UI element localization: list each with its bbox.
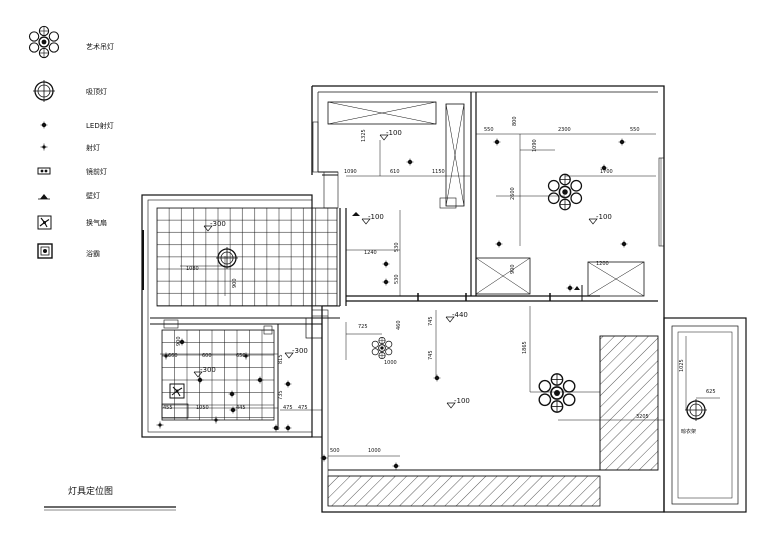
legend-label-ceiling-light: 吸顶灯 <box>86 87 107 96</box>
dim-text: 1050 <box>196 405 209 411</box>
level-living: -440 <box>452 311 468 319</box>
dim-text: 1000 <box>384 360 397 366</box>
dim-text: 2600 <box>510 187 516 200</box>
dim-text: 550 <box>630 127 640 133</box>
dim-text: 600 <box>202 353 212 359</box>
legend-label-wall-lamp: 壁灯 <box>86 191 100 200</box>
legend-label-bath-heater: 浴霸 <box>86 249 100 258</box>
dim-text: 650 <box>236 353 246 359</box>
exhaust-fan-icon <box>169 383 185 399</box>
dim-text: 530 <box>394 274 400 284</box>
dim-text: 455 <box>163 405 173 411</box>
dim-text: 1090 <box>344 169 357 175</box>
level-bathroom: -300 <box>200 366 216 374</box>
floor-plan <box>141 85 747 513</box>
dim-text: 660 <box>168 353 178 359</box>
led-spotlight-icon <box>40 121 48 129</box>
ceiling-levels: -100 -100 -100 -300 -300 -300 -440 -100 <box>193 129 612 409</box>
dimension-texts: 1325 1090 610 1150 550 800 2300 550 1090… <box>163 116 716 454</box>
dim-text: 735 <box>278 390 284 400</box>
legend-label-exhaust-fan: 换气扇 <box>86 218 107 227</box>
ceiling-light-icon <box>32 79 56 103</box>
dim-text: 1080 <box>186 266 199 272</box>
dim-text: 1325 <box>361 129 367 142</box>
mirror-light-icon <box>37 167 51 175</box>
dim-text: 1700 <box>600 169 613 175</box>
exhaust-fan-icon <box>37 215 52 230</box>
chandelier-icon <box>28 25 60 59</box>
dim-text: 900 <box>232 278 238 288</box>
legend: 艺术吊灯 吸顶灯 LED射灯 射灯 镜前灯 壁灯 换气扇 浴霸 <box>28 25 114 259</box>
level-middle-bedroom: -100 <box>368 213 384 221</box>
wall-lamp-icon <box>38 194 50 200</box>
dimension-lines <box>160 133 720 457</box>
wall-lamp-icon <box>352 212 580 290</box>
legend-label-led-spotlight: LED射灯 <box>86 121 114 130</box>
level-lower-living: -100 <box>454 397 470 405</box>
dim-text: 500 <box>330 448 340 454</box>
chandelier-icon <box>538 373 576 413</box>
level-corridor: -300 <box>292 347 308 355</box>
legend-label-mirror-light: 镜前灯 <box>86 167 107 176</box>
spotlight-icon <box>40 143 48 151</box>
dim-text: 800 <box>512 116 518 126</box>
dim-text: 815 <box>278 354 284 364</box>
dim-text: 900 <box>510 264 516 274</box>
dim-text: 625 <box>706 389 716 395</box>
level-top-bedroom: -100 <box>386 129 402 137</box>
drawing-title: 灯具定位图 <box>68 485 113 497</box>
chandelier-icon <box>547 173 583 211</box>
dim-text: 475 <box>298 405 308 411</box>
level-kitchen: -300 <box>210 220 226 228</box>
dim-text: 1090 <box>532 139 538 152</box>
dim-text: 1000 <box>368 448 381 454</box>
dim-text: 460 <box>396 320 402 330</box>
dim-text: 725 <box>358 324 368 330</box>
dim-text: 3205 <box>636 414 649 420</box>
legend-label-chandelier: 艺术吊灯 <box>86 42 114 51</box>
dim-text: 550 <box>484 127 494 133</box>
balcony-note: 晾衣架 <box>681 428 696 435</box>
dim-text: 1200 <box>596 261 609 267</box>
dim-text: 745 <box>428 316 434 326</box>
dim-text: 1150 <box>432 169 445 175</box>
fixtures <box>156 138 708 470</box>
dim-text: 445 <box>236 405 246 411</box>
ceiling-light-icon <box>684 398 708 422</box>
dim-text: 1865 <box>522 341 528 354</box>
bath-heater-icon <box>37 243 53 259</box>
level-right-bedroom: -100 <box>596 213 612 221</box>
dim-text: 900 <box>176 336 182 346</box>
dim-text: 1025 <box>679 359 685 372</box>
dim-text: 745 <box>428 350 434 360</box>
dim-text: 475 <box>283 405 293 411</box>
legend-label-spotlight: 射灯 <box>86 143 100 152</box>
dim-text: 2300 <box>558 127 571 133</box>
dim-text: 530 <box>394 242 400 252</box>
dim-text: 610 <box>390 169 400 175</box>
chandelier-icon <box>371 336 393 360</box>
dim-text: 1240 <box>364 250 377 256</box>
